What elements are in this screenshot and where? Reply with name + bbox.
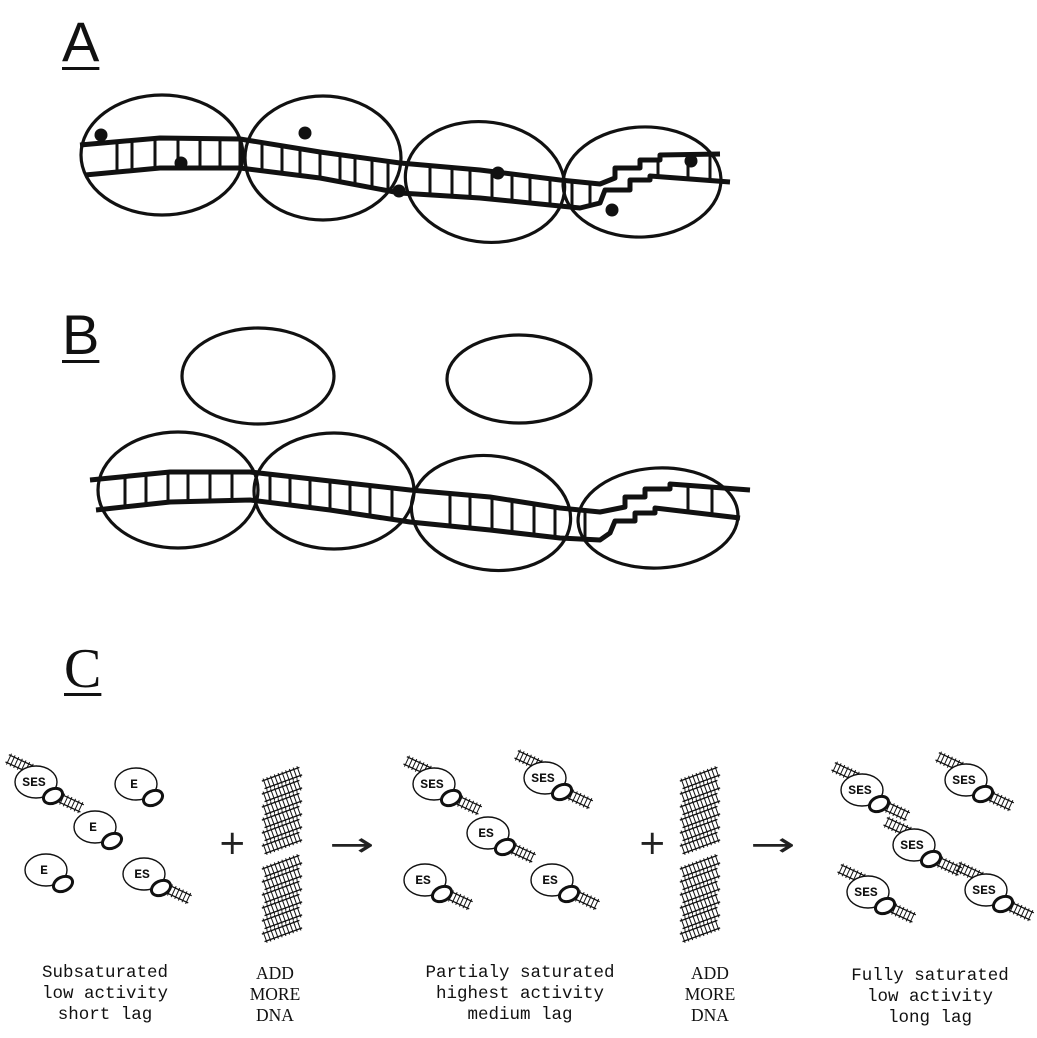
arrow-icon: →	[750, 828, 796, 862]
caption-line: Partialy saturated	[405, 963, 635, 984]
panel-c-scheme: SES E E E ES SES SES ES ES ES SES SES SES SES SES	[5, 749, 1035, 944]
caption-line: DNA	[235, 1005, 315, 1026]
enzyme-label: SES	[900, 838, 924, 853]
enzyme-complex: SES	[514, 749, 594, 810]
enzyme-label: SES	[848, 783, 872, 798]
step-caption-add-more-dna: ADD MORE DNA	[235, 963, 315, 1026]
enzyme-label: ES	[478, 826, 494, 841]
enzyme-complex: SES	[837, 863, 917, 924]
nucleosome-ellipse	[98, 432, 258, 548]
enzyme-label: ES	[134, 867, 150, 882]
free-enzyme-ellipse	[182, 328, 334, 424]
enzyme-label: SES	[22, 775, 46, 790]
nucleosome-ellipse	[397, 111, 572, 252]
bound-ligand-dot	[95, 129, 108, 142]
free-enzyme-ellipse	[447, 335, 591, 423]
enzyme-label: E	[89, 820, 97, 835]
state-caption-partialy-saturated: Partialy saturated highest activity medi…	[405, 963, 635, 1026]
enzyme-complex: E	[74, 811, 124, 852]
bound-ligand-dot	[606, 204, 619, 217]
state-caption-subsaturated: Subsaturated low activity short lag	[10, 963, 200, 1026]
arrow-icon: →	[329, 828, 375, 862]
bound-ligand-dot	[492, 167, 505, 180]
nucleosome-ellipse	[254, 433, 414, 549]
caption-line: Fully saturated	[830, 966, 1030, 987]
caption-line: ADD	[235, 963, 315, 984]
enzyme-complex: SES	[883, 816, 963, 877]
caption-line: low activity	[10, 984, 200, 1005]
step-caption-add-more-dna: ADD MORE DNA	[670, 963, 750, 1026]
dna-stack	[679, 766, 721, 944]
enzyme-complex: SES	[831, 761, 911, 822]
caption-line: MORE	[235, 984, 315, 1005]
enzyme-label: SES	[972, 883, 996, 898]
caption-line: MORE	[670, 984, 750, 1005]
plus-icon: +	[638, 826, 667, 860]
caption-line: ADD	[670, 963, 750, 984]
caption-line: DNA	[670, 1005, 750, 1026]
enzyme-label: E	[40, 863, 48, 878]
enzyme-complex: E	[25, 854, 75, 895]
caption-line: medium lag	[405, 1005, 635, 1026]
panel-label-a: A	[62, 14, 99, 70]
bound-ligand-dot	[175, 157, 188, 170]
dna-stack	[261, 766, 303, 944]
enzyme-label: ES	[415, 873, 431, 888]
panel-b-chromatin	[90, 328, 750, 581]
enzyme-complex: SES	[935, 751, 1015, 812]
enzyme-label: SES	[854, 885, 878, 900]
bound-ligand-dot	[685, 155, 698, 168]
enzyme-complex: ES	[467, 817, 536, 864]
enzyme-label: SES	[531, 771, 555, 786]
enzyme-label: ES	[542, 873, 558, 888]
plus-icon: +	[218, 826, 247, 860]
caption-line: highest activity	[405, 984, 635, 1005]
enzyme-label: E	[130, 777, 138, 792]
caption-line: Subsaturated	[10, 963, 200, 984]
enzyme-label: SES	[952, 773, 976, 788]
nucleosome-ellipse	[575, 464, 740, 572]
enzyme-label: SES	[420, 777, 444, 792]
enzyme-complex: E	[115, 768, 165, 809]
bound-ligand-dot	[299, 127, 312, 140]
panel-a-chromatin	[80, 95, 730, 253]
enzyme-complex: ES	[531, 864, 600, 911]
enzyme-complex: SES	[955, 861, 1035, 922]
dna-strand	[96, 500, 740, 540]
panel-label-b: B	[62, 307, 99, 363]
panel-label-c: C	[64, 641, 101, 697]
enzyme-complex: SES	[5, 753, 85, 814]
enzyme-complex: ES	[123, 858, 192, 905]
enzyme-complex: ES	[404, 864, 473, 911]
bound-ligand-dot	[393, 185, 406, 198]
caption-line: low activity	[830, 987, 1030, 1008]
state-caption-fully-saturated: Fully saturated low activity long lag	[830, 966, 1030, 1029]
caption-line: long lag	[830, 1008, 1030, 1029]
caption-line: short lag	[10, 1005, 200, 1026]
enzyme-complex: SES	[403, 755, 483, 816]
